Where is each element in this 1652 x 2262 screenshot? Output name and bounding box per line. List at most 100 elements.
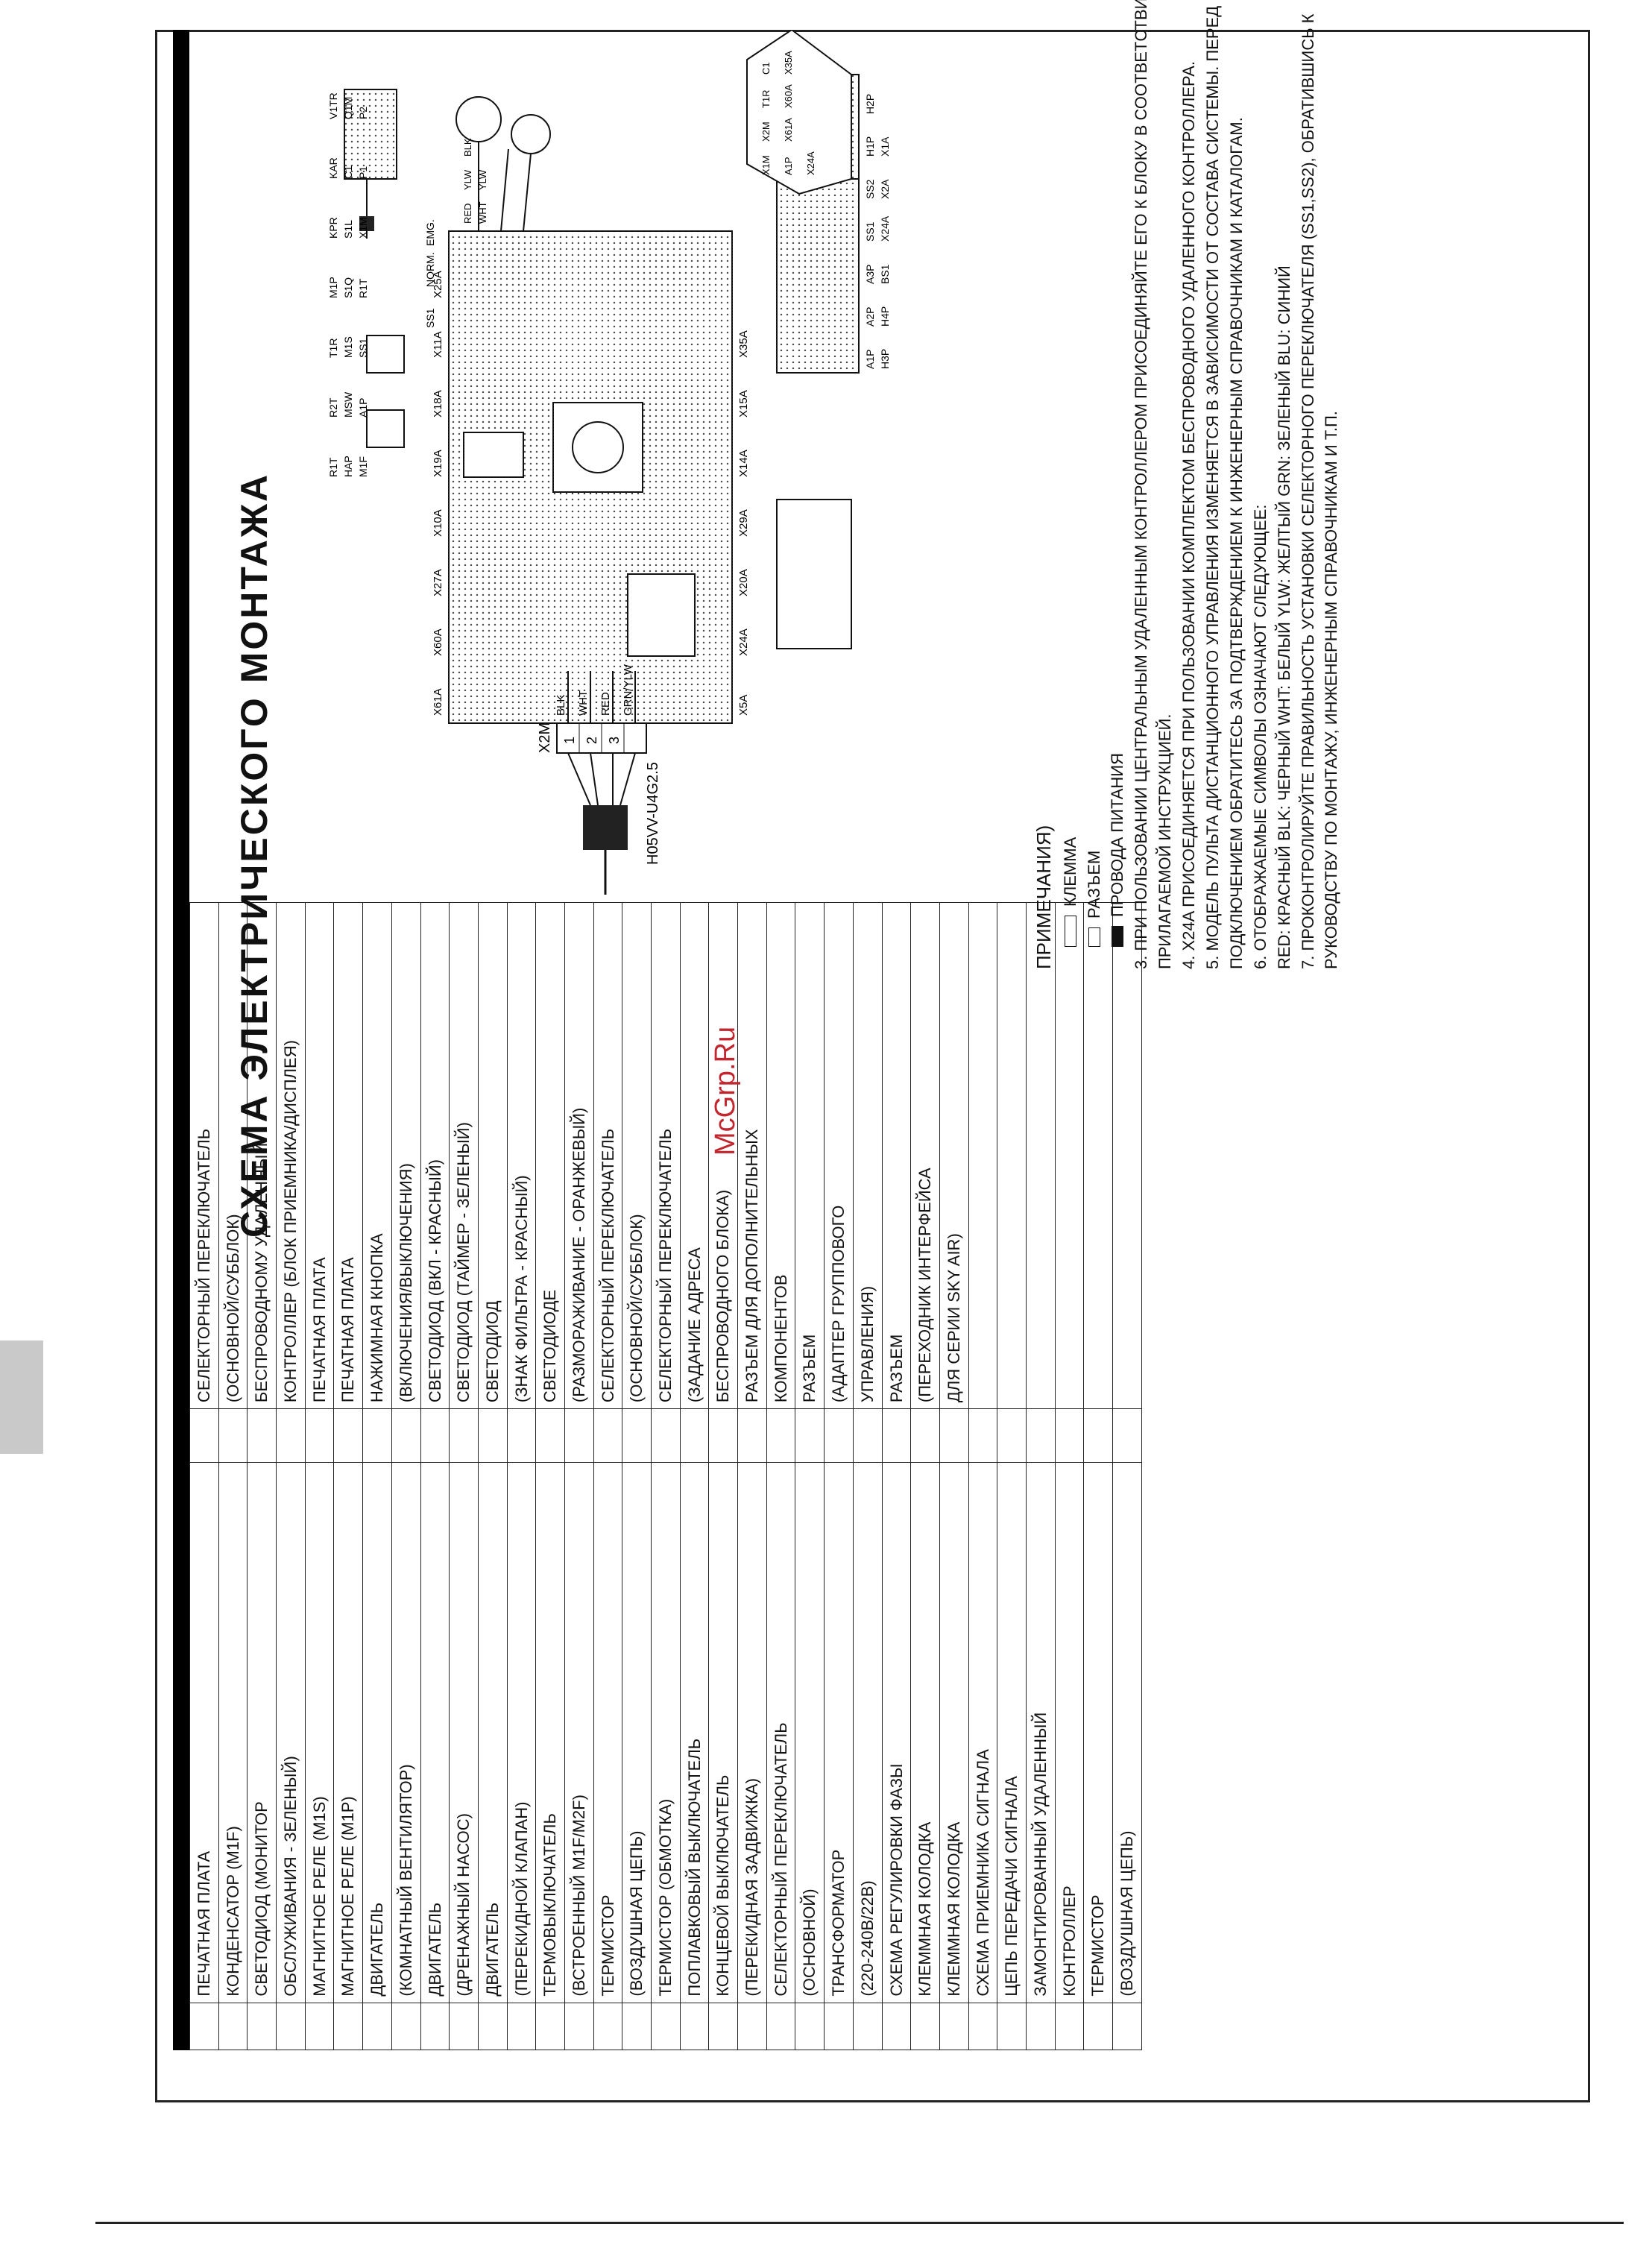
- legend-row: СХЕМА РЕГУЛИРОВКИ ФАЗЫ РАЗЪЕМ: [882, 902, 911, 2050]
- legend-key-2: [593, 1408, 622, 1463]
- legend-desc: (ОСНОВНОЙ/СУББЛОК): [622, 902, 652, 1409]
- component-label: M1P: [327, 277, 339, 298]
- legend-key: [391, 2003, 420, 2050]
- terminal-number: 1: [562, 737, 577, 744]
- terminal-block-label: X2M: [537, 722, 553, 753]
- top-box-label: T1R: [760, 89, 772, 108]
- legend-key-2: [247, 1408, 277, 1463]
- subboard-label: H1P: [864, 136, 876, 157]
- subboard-label: A3P: [864, 265, 876, 284]
- legend-key-2: [333, 1408, 363, 1463]
- legend-row: КЛЕММНАЯ КОЛОДКА(ПЕРЕХОДНИК ИНТЕРФЕЙСА: [910, 902, 940, 2050]
- legend-key-2: [420, 1408, 450, 1463]
- legend-row: МАГНИТНОЕ РЕЛЕ (M1S)ПЕЧАТНАЯ ПЛАТА: [305, 902, 334, 2050]
- legend-key: [564, 2003, 594, 2050]
- component-label: HAP: [342, 456, 354, 477]
- legend-key: [651, 2003, 681, 2050]
- note-line: 6. ОТОБРАЖАЕМЫЕ СИМВОЛЫ ОЗНАЧАЮТ СЛЕДУЮЩ…: [1250, 504, 1270, 969]
- note-line: 5. МОДЕЛЬ ПУЛЬТА ДИСТАНЦИОННОГО УПРАВЛЕН…: [1203, 5, 1223, 969]
- note-line: 3. ПРИ ПОЛЬЗОВАНИИ ЦЕНТРАЛЬНЫМ УДАЛЕННЫМ…: [1132, 0, 1151, 969]
- legend-key: [939, 2003, 969, 2050]
- connector-label: X11A: [432, 331, 444, 358]
- top-box-label: X60A: [783, 84, 794, 108]
- legend-row: (ОСНОВНОЙ)РАЗЪЕМ: [795, 902, 825, 2050]
- top-box-label: C1: [760, 62, 772, 75]
- legend-key: [218, 2003, 248, 2050]
- legend-desc: КОМПОНЕНТОВ: [766, 902, 795, 1409]
- fan-wire-label: YLW: [462, 169, 473, 190]
- legend-key: [189, 2003, 219, 2050]
- component-label: V1TR: [327, 92, 339, 119]
- legend-desc: [1026, 902, 1056, 1409]
- legend-key-2: [478, 1408, 508, 1463]
- legend-desc: [997, 902, 1027, 1409]
- legend-desc: (АДАПТЕР ГРУППОВОГО: [824, 902, 854, 1409]
- legend-key: [305, 2003, 334, 2050]
- legend-desc: [1083, 902, 1113, 1409]
- terminal-number: 2: [584, 737, 599, 744]
- connector-label: X19A: [432, 450, 444, 477]
- legend-desc: РАЗЪЕМ: [882, 902, 911, 1409]
- legend-name: (ВСТРОЕННЫЙ M1F/M2F): [564, 1462, 594, 2003]
- legend-key: [766, 2003, 795, 2050]
- connector-label: X18A: [432, 390, 444, 418]
- legend-key-2: [968, 1408, 997, 1463]
- legend-row: ТЕРМИСТОР: [1083, 902, 1113, 2050]
- connector-label: X61A: [432, 688, 444, 716]
- legend-name: (ОСНОВНОЙ): [795, 1462, 825, 2003]
- thermistor-r2t: [366, 335, 405, 374]
- legend-row: ТРАНСФОРМАТОР(АДАПТЕР ГРУППОВОГО: [824, 902, 854, 2050]
- side-tab: [0, 1340, 43, 1454]
- legend-name: ДВИГАТЕЛЬ: [478, 1462, 508, 2003]
- fan-wire-label: WHT: [477, 201, 488, 224]
- connector-label: X27A: [432, 569, 444, 596]
- legend-desc: [968, 902, 997, 1409]
- page-frame: [155, 30, 1590, 2102]
- top-box-label: X35A: [783, 51, 794, 75]
- component-label: KAR: [327, 157, 339, 179]
- legend-desc: КОНТРОЛЛЕР (БЛОК ПРИЕМНИКА/ДИСПЛЕЯ): [276, 902, 306, 1409]
- switch-label: SS1: [424, 308, 436, 328]
- bottom-rule: [95, 2222, 1624, 2224]
- legend-name: КОНДЕНСАТОР (M1F): [218, 1462, 248, 2003]
- legend-key: [449, 2003, 479, 2050]
- legend-row: (ПЕРЕКИДНАЯ ЗАДВИЖКА)РАЗЪЕМ ДЛЯ ДОПОЛНИТ…: [737, 902, 767, 2050]
- component-label: P1: [357, 166, 369, 179]
- component-label: C1: [342, 166, 354, 179]
- legend-desc: (ВКЛЮЧЕНИЯ/ВЫКЛЮЧЕНИЯ): [391, 902, 420, 1409]
- legend-key: [1026, 2003, 1056, 2050]
- legend-key: [593, 2003, 622, 2050]
- legend-name: ПОПЛАВКОВЫЙ ВЫКЛЮЧАТЕЛЬ: [680, 1462, 709, 2003]
- legend-row: (ВОЗДУШНАЯ ЦЕПЬ)(ОСНОВНОЙ/СУББЛОК): [622, 902, 652, 2050]
- wire-color-label: RED: [599, 692, 612, 716]
- legend-name: ОБСЛУЖИВАНИЯ - ЗЕЛЕНЫЙ): [276, 1462, 306, 2003]
- legend-row: ПОПЛАВКОВЫЙ ВЫКЛЮЧАТЕЛЬ(ЗАДАНИЕ АДРЕСА: [680, 902, 709, 2050]
- legend-key-2: [1083, 1408, 1113, 1463]
- legend-desc: СЕЛЕКТОРНЫЙ ПЕРЕКЛЮЧАТЕЛЬ: [593, 902, 622, 1409]
- legend-name: ПЕЧАТНАЯ ПЛАТА: [189, 1462, 219, 2003]
- cable-label: H05VV-U4G2.5: [645, 762, 661, 865]
- cable-bundle: [583, 805, 628, 850]
- legend-row: ЗАМОНТИРОВАННЫЙ УДАЛЕННЫЙ: [1026, 902, 1056, 2050]
- legend-desc: [1055, 902, 1084, 1409]
- legend-key-2: [680, 1408, 709, 1463]
- subboard-label: H3P: [879, 349, 891, 369]
- legend-name: (220-240В/22В): [853, 1462, 882, 2003]
- connector-label: X14A: [737, 450, 750, 477]
- symbol-power-wire-label: ПРОВОДА ПИТАНИЯ: [1108, 753, 1127, 917]
- legend-desc: (ПЕРЕХОДНИК ИНТЕРФЕЙСА: [910, 902, 940, 1409]
- header-band: [173, 30, 189, 2050]
- top-box-label: X2M: [760, 122, 772, 142]
- connector-label: X15A: [737, 390, 750, 418]
- legend-name: СХЕМА РЕГУЛИРОВКИ ФАЗЫ: [882, 1462, 911, 2003]
- legend-name: ТЕРМИСТОР (ОБМОТКА): [651, 1462, 681, 2003]
- legend-key-2: [535, 1408, 565, 1463]
- legend-key: [362, 2003, 392, 2050]
- remote-box-ss1: [344, 89, 397, 180]
- legend-key: [276, 2003, 306, 2050]
- legend-key-2: [622, 1408, 652, 1463]
